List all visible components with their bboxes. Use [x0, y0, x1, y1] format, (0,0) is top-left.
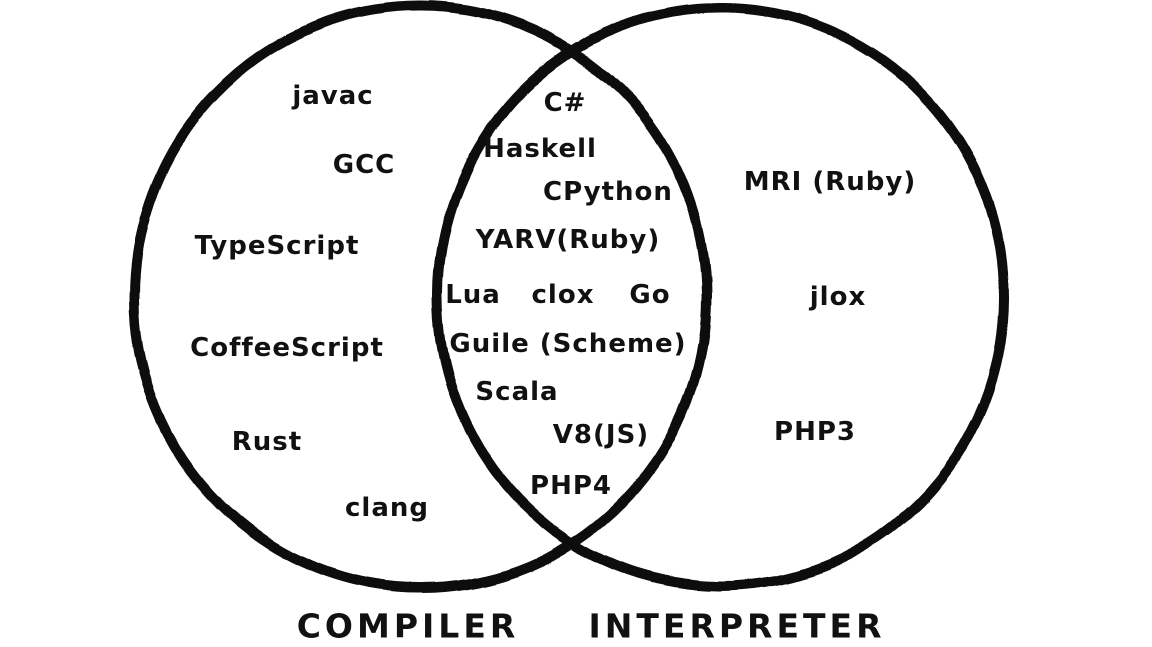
compiler-caption: COMPILER — [296, 606, 520, 646]
interpreter-caption: INTERPRETER — [588, 606, 886, 646]
venn-label-cpython: CPython — [543, 177, 673, 207]
venn-label-yarv-ruby: YARV(Ruby) — [475, 225, 661, 255]
venn-label-typescript: TypeScript — [194, 231, 360, 261]
interpreter-circle — [432, 3, 1010, 591]
venn-label-mri-ruby: MRI (Ruby) — [743, 167, 917, 197]
venn-label-php3: PHP3 — [774, 417, 856, 447]
venn-label-gcc: GCC — [332, 150, 396, 180]
venn-label-php4: PHP4 — [530, 471, 612, 501]
venn-label-clang: clang — [345, 493, 429, 523]
venn-label-lua: Lua — [445, 280, 501, 310]
venn-label-clox: clox — [531, 280, 595, 310]
venn-label-rust: Rust — [231, 427, 303, 457]
venn-label-guile-scheme: Guile (Scheme) — [449, 329, 687, 359]
venn-label-scala: Scala — [475, 377, 559, 407]
venn-label-csharp: C# — [543, 88, 587, 118]
venn-label-jlox: jlox — [809, 282, 867, 312]
venn-label-go: Go — [629, 280, 671, 310]
venn-label-coffeescript: CoffeeScript — [190, 333, 384, 363]
venn-label-javac: javac — [292, 81, 374, 111]
venn-label-v8-js: V8(JS) — [552, 420, 650, 450]
compiler-circle — [128, 1, 712, 593]
venn-label-haskell: Haskell — [483, 134, 597, 164]
